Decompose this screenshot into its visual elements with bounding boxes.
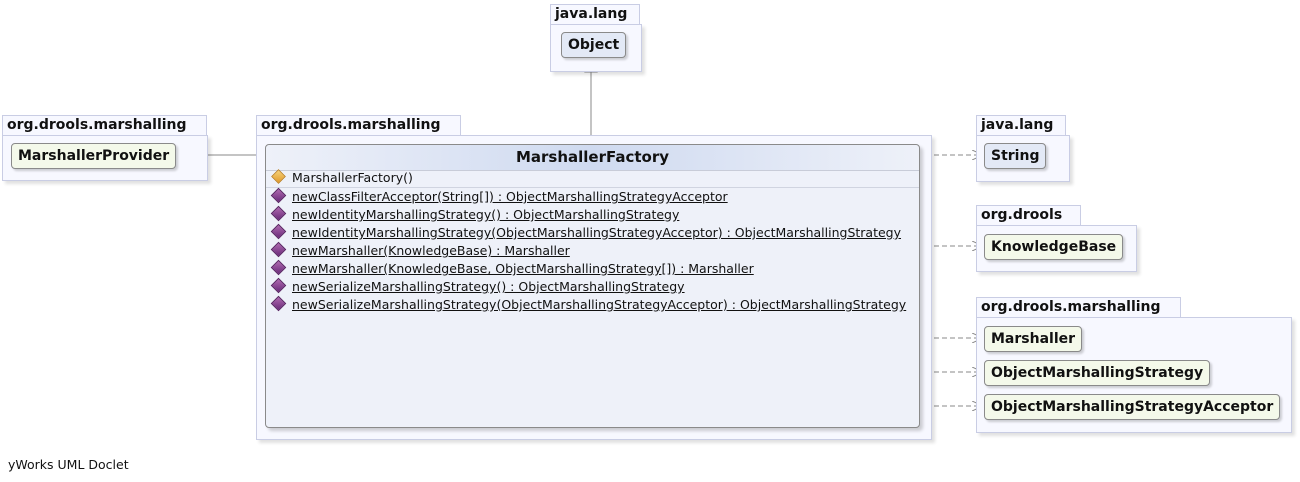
class-object-marshalling-strategy[interactable]: ObjectMarshallingStrategy	[984, 360, 1211, 386]
method-row[interactable]: newSerializeMarshallingStrategy(ObjectMa…	[270, 295, 907, 314]
method-row[interactable]: newClassFilterAcceptor(String[]) : Objec…	[270, 187, 728, 206]
method-icon	[270, 241, 287, 258]
method-label: newClassFilterAcceptor(String[]) : Objec…	[292, 189, 728, 204]
method-icon	[270, 205, 287, 222]
method-label: newSerializeMarshallingStrategy() : Obje…	[292, 279, 685, 294]
package-label: org.drools	[976, 205, 1081, 225]
class-name: MarshallerFactory	[266, 145, 919, 171]
method-icon	[270, 259, 287, 276]
constructor-icon	[271, 169, 286, 184]
method-icon	[270, 187, 287, 204]
footer-credit: yWorks UML Doclet	[8, 457, 129, 472]
package-label: org.drools.marshalling	[256, 115, 461, 135]
class-marshaller-factory[interactable]: MarshallerFactory MarshallerFactory() ne…	[265, 144, 920, 428]
package-label: org.drools.marshalling	[2, 115, 207, 135]
class-marshaller[interactable]: Marshaller	[984, 326, 1083, 352]
method-icon	[270, 223, 287, 240]
method-row[interactable]: newSerializeMarshallingStrategy() : Obje…	[270, 277, 685, 296]
constructor-label: MarshallerFactory()	[292, 170, 413, 185]
method-icon	[270, 295, 287, 312]
constructor-row[interactable]: MarshallerFactory()	[271, 169, 413, 187]
method-row[interactable]: newIdentityMarshallingStrategy(ObjectMar…	[270, 223, 902, 242]
class-marshaller-provider[interactable]: MarshallerProvider	[11, 143, 177, 169]
package-label: java.lang	[976, 115, 1066, 135]
class-knowledge-base[interactable]: KnowledgeBase	[984, 234, 1124, 260]
method-label: newMarshaller(KnowledgeBase, ObjectMarsh…	[292, 261, 754, 276]
method-icon	[270, 277, 287, 294]
package-label: org.drools.marshalling	[976, 297, 1181, 317]
method-row[interactable]: newMarshaller(KnowledgeBase, ObjectMarsh…	[270, 259, 754, 278]
package-label: java.lang	[550, 4, 640, 24]
method-label: newSerializeMarshallingStrategy(ObjectMa…	[292, 297, 907, 312]
method-label: newMarshaller(KnowledgeBase) : Marshalle…	[292, 243, 570, 258]
class-string[interactable]: String	[984, 143, 1047, 169]
method-label: newIdentityMarshallingStrategy() : Objec…	[292, 207, 680, 222]
method-row[interactable]: newIdentityMarshallingStrategy() : Objec…	[270, 205, 680, 224]
class-object-marshalling-strategy-acceptor[interactable]: ObjectMarshallingStrategyAcceptor	[984, 394, 1281, 420]
method-label: newIdentityMarshallingStrategy(ObjectMar…	[292, 225, 902, 240]
member-separator	[266, 187, 919, 188]
class-object[interactable]: Object	[561, 32, 627, 58]
method-row[interactable]: newMarshaller(KnowledgeBase) : Marshalle…	[270, 241, 570, 260]
